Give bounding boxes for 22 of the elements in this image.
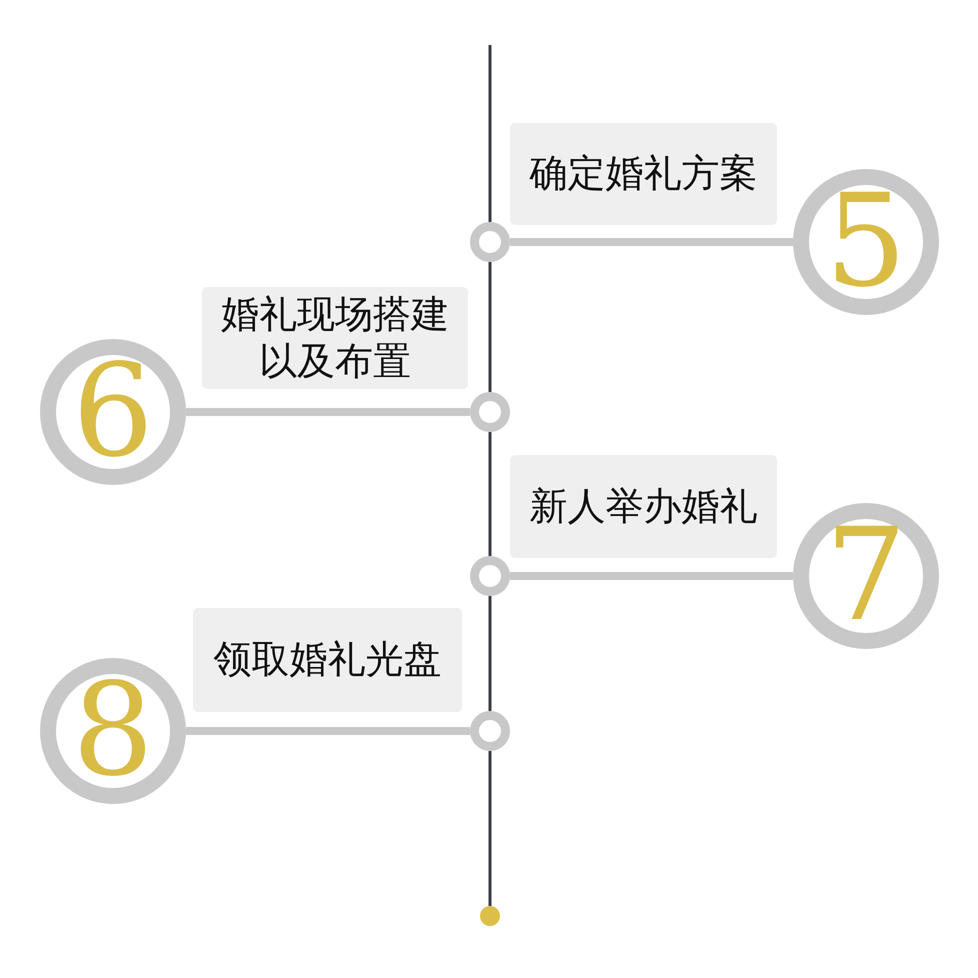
connector-line [186, 727, 470, 735]
dot-icon [480, 906, 500, 926]
timeline-axis-line [488, 262, 492, 392]
step-card: 领取婚礼光盘 [193, 608, 462, 712]
ring-icon [470, 556, 510, 596]
step-number: 7 [825, 512, 907, 640]
timeline-axis-line [488, 596, 492, 711]
ring-icon [470, 222, 510, 262]
ring-icon [470, 392, 510, 432]
step-number: 8 [72, 667, 154, 795]
step-card: 婚礼现场搭建以及布置 [202, 287, 468, 389]
step-number: 6 [72, 348, 154, 476]
timeline-axis-line [488, 45, 492, 222]
step-card: 确定婚礼方案 [510, 123, 777, 225]
connector-line [510, 572, 793, 580]
ring-icon [470, 711, 510, 751]
timeline-axis-line [488, 432, 492, 556]
timeline-axis-line [488, 751, 492, 906]
step-card: 新人举办婚礼 [510, 455, 777, 558]
connector-line [186, 408, 470, 416]
connector-line [510, 238, 793, 246]
step-number: 5 [825, 178, 907, 306]
